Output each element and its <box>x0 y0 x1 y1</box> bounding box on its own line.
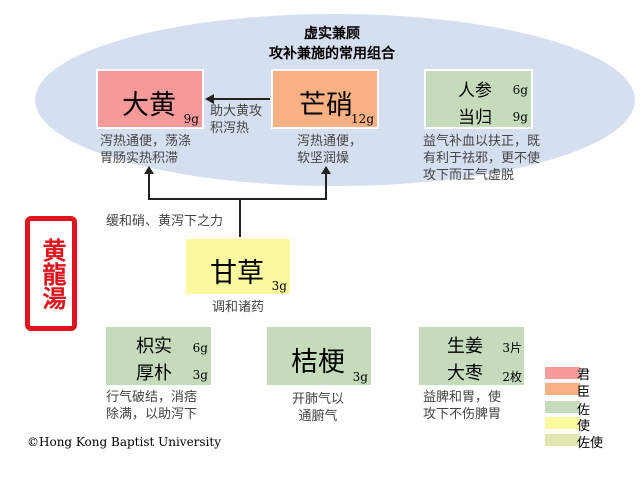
legend-label: 佐使 <box>577 436 604 451</box>
herb-dose: 12g <box>351 112 374 126</box>
herb-box-dahuang: 大黄 9g <box>96 69 204 129</box>
herb-name: 桔梗 <box>291 347 345 378</box>
moderate-label: 缓和硝、黄泻下之力 <box>106 214 224 229</box>
connector-line <box>148 172 150 199</box>
legend-swatch-zuoshi <box>545 434 580 446</box>
legend-swatch-chen <box>545 383 580 395</box>
herb-dose: 3g <box>271 279 287 293</box>
herb-dose: 3片 <box>502 341 522 355</box>
desc-line: 有利于祛邪，更不使 <box>423 151 541 166</box>
desc-line: 泻热通便，荡涤 <box>100 134 192 149</box>
seal-huanglongtang: 黄龍湯 <box>25 216 77 331</box>
herb-dose: 9g <box>512 110 528 124</box>
herb-name: 生姜 <box>447 336 483 357</box>
herb-box-zhishi-houpu: 枳实 6g 厚朴 3g <box>104 325 213 387</box>
desc-line: 攻下而正气虚脱 <box>423 168 515 183</box>
herb-dose: 6g <box>192 341 208 355</box>
herb-box-gancao: 甘草 3g <box>184 237 292 296</box>
desc-line: 胃肠实热积滞 <box>100 151 179 166</box>
title-line1: 虚实兼顾 <box>304 26 360 42</box>
title-line2: 攻补兼施的常用组合 <box>269 46 395 62</box>
legend-label: 臣 <box>577 385 591 400</box>
herb-name: 枳实 <box>136 336 172 357</box>
herb-box-shengjiang-dazao: 生姜 3片 大枣 2枚 <box>417 325 526 387</box>
arrowhead-icon <box>321 166 331 174</box>
ellipse-title: 虚实兼顾 攻补兼施的常用组合 <box>232 24 432 64</box>
herb-dose: 3g <box>192 368 208 382</box>
arrow-label: 助大黄攻 <box>210 104 263 119</box>
seal-text: 黄龍湯 <box>38 237 66 310</box>
legend-swatch-jun <box>545 367 580 379</box>
herb-name: 当归 <box>458 108 492 128</box>
legend-swatch-zuo <box>545 401 580 413</box>
herb-name: 芒硝 <box>299 90 353 121</box>
arrowhead-icon <box>205 94 214 104</box>
connector-line <box>239 198 241 238</box>
herb-dose: 6g <box>512 83 528 97</box>
desc-line: 益脾和胃，使 <box>423 390 502 405</box>
herb-box-mangxiao: 芒硝 12g <box>271 69 379 129</box>
desc-line: 攻下不伤脾胃 <box>423 407 502 422</box>
desc-line: 调和诸药 <box>212 300 265 315</box>
herb-box-renshen-danggui: 人参 6g 当归 9g <box>424 69 533 129</box>
herb-name: 甘草 <box>210 258 264 289</box>
connector-line <box>325 172 327 199</box>
arrowhead-icon <box>144 166 154 174</box>
legend-swatch-shi <box>545 417 580 429</box>
desc-line: 泻热通便， <box>297 134 363 149</box>
desc-line: 除满，以助泻下 <box>106 407 198 422</box>
desc-line: 行气破结，消痞 <box>106 390 198 405</box>
herb-dose: 3g <box>352 370 368 384</box>
herb-name: 大枣 <box>447 363 483 384</box>
desc-line: 益气补血以扶正，既 <box>423 134 541 149</box>
herb-name: 大黄 <box>122 90 176 121</box>
herb-name: 厚朴 <box>136 363 172 384</box>
arrow-label: 积泻热 <box>210 121 250 136</box>
herb-name: 人参 <box>458 81 492 101</box>
desc-line: 软坚润燥 <box>297 151 350 166</box>
legend-label: 君 <box>577 368 591 383</box>
herb-dose: 9g <box>183 112 199 126</box>
desc-line: 开肺气以 <box>292 392 345 407</box>
herb-box-jiegeng: 桔梗 3g <box>265 325 373 387</box>
legend-label: 佐 <box>577 403 591 418</box>
herb-dose: 2枚 <box>502 370 522 384</box>
desc-line: 通腑气 <box>298 409 338 424</box>
legend-label: 使 <box>577 419 591 434</box>
connector-line <box>148 198 327 200</box>
arrow-line <box>212 98 270 100</box>
copyright: ©Hong Kong Baptist University <box>27 435 222 449</box>
